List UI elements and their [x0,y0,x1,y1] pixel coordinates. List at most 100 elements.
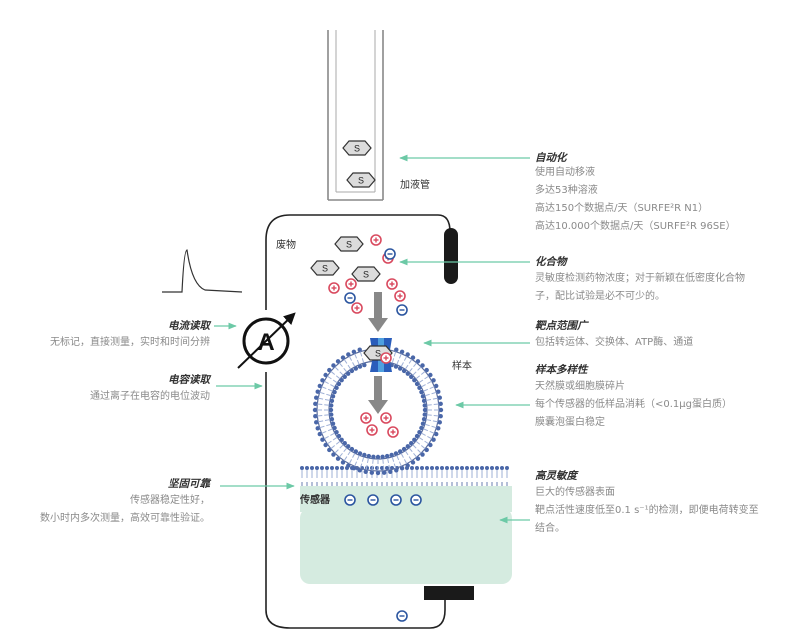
sensitivity-line: 巨大的传感器表面 [535,487,615,498]
lipid [405,359,421,376]
lipid [380,454,387,475]
substrate-icon: S [342,140,372,156]
lipid [357,347,367,368]
lipid [340,446,355,465]
lipid [421,395,442,404]
lipid [313,401,334,408]
positive-ion-icon [360,412,372,424]
negative-ion-icon [396,610,408,622]
lipid [314,395,335,404]
lipid [351,451,363,471]
robust-title: 坚固可靠 [168,478,210,490]
targets-title: 靶点范围广 [535,320,588,332]
svg-text:S: S [363,270,369,280]
lipid [393,451,405,471]
tube-label: 加液管 [400,180,430,191]
automation-title: 自动化 [535,152,567,164]
samples-line: 每个传感器的低样品消耗（<0.1µg蛋白质） [535,399,732,410]
automation-line: 高达150个数据点/天（SURFE²R N1） [535,203,709,214]
positive-ion-icon [380,352,392,364]
lipid [389,452,399,473]
lipid [422,401,443,408]
lipid [314,416,335,425]
lipid [357,452,367,473]
dosing-tube [327,30,384,201]
flow-arrow [368,292,388,332]
lipid [317,383,337,395]
substrate-icon: S [334,236,364,252]
automation-line: 高达10.000个数据点/天（SURFE²R 96SE） [535,221,736,232]
capacitance-title: 电容读取 [168,374,210,386]
sensor-label: 传感器 [300,495,330,506]
positive-ion-icon [380,412,392,424]
sensitivity-line: 结合。 [535,523,565,534]
lipid [420,389,441,399]
ion-group [328,234,422,622]
lipid [375,454,381,476]
compounds-title: 化合物 [535,256,567,268]
sensor-block [300,486,512,584]
negative-ion-icon [396,304,408,316]
samples-line: 膜囊泡蛋白稳定 [535,417,605,428]
lipid [335,444,351,461]
lipid [409,363,425,379]
sensitivity-line: 靶点活性速度低至0.1 s⁻¹的检测，即便电荷转变至 [535,505,759,516]
lipid [419,425,439,437]
lipid [412,437,429,453]
lipid [412,367,429,383]
ammeter: A [237,312,296,369]
lipid [420,421,441,431]
electrode-bottom [424,586,474,600]
svg-text:S: S [358,176,364,186]
lipid [346,449,359,468]
negative-ion-icon [344,494,356,506]
negative-ion-icon [410,494,422,506]
positive-ion-icon [386,278,398,290]
current-trace-icon [162,249,243,293]
positive-ion-icon [370,234,382,246]
svg-text:S: S [354,144,360,154]
lipid [401,355,416,374]
lipid [417,378,436,391]
positive-ion-icon [394,290,406,302]
negative-ion-icon [367,494,379,506]
lipid [393,349,405,369]
automation-line: 多达53种溶液 [535,185,598,196]
lipid [317,425,337,437]
robust-line: 数小时内多次测量，高效可靠性验证。 [40,513,210,524]
lipid [421,416,442,425]
waste-label: 废物 [276,240,296,251]
samples-title: 样本多样性 [535,364,588,376]
lipid [335,359,351,376]
robust-line: 传感器稳定性好， [130,495,210,506]
lipid [417,429,436,442]
callout-arrows [214,154,530,524]
lipid [414,433,433,448]
svg-text:S: S [322,264,328,274]
lipid [346,352,359,371]
lipid [323,372,342,387]
lipid [422,407,444,413]
lipid [313,412,334,419]
compounds-line: 子，配比试验是必不可少的。 [535,291,665,302]
lipid [409,441,425,457]
lipid [363,453,372,474]
positive-ion-icon [351,302,363,314]
flow-cell-outline [265,214,474,629]
lipid [401,446,416,465]
lipid [351,349,363,369]
lipid [312,407,334,413]
lipid [323,433,342,448]
capacitance-line: 通过离子在电容的电位波动 [90,391,210,402]
current-line: 无标记，直接测量，实时和时间分辨 [50,337,210,348]
lipid [320,429,339,442]
lipid [419,383,439,395]
automation-line: 使用自动移液 [535,167,595,178]
lipid [384,453,393,474]
sensor-lipid-layer [300,466,509,486]
lipid [405,444,421,461]
lipid [340,355,355,374]
lipid [327,437,344,453]
lipid [331,441,347,457]
